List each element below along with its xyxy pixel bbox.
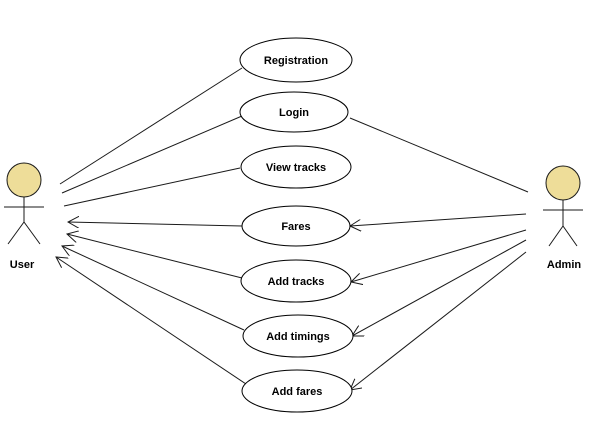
line-user-login [61, 115, 243, 194]
use-case-label: Fares [281, 221, 310, 233]
line-user-view-tracks [63, 167, 241, 207]
line-admin-login [349, 117, 529, 193]
use-case-label: Registration [264, 55, 328, 67]
use-case-view-tracks: View tracks [240, 145, 352, 189]
use-case-add-fares: Add fares [241, 369, 353, 413]
association-lines [56, 67, 529, 390]
use-case-add-timings: Add timings [242, 314, 354, 358]
actor-user-label: User [10, 259, 35, 271]
arrow-add-timings-user [62, 246, 245, 331]
use-case-label: View tracks [266, 162, 326, 174]
line-user-registration [59, 67, 243, 185]
use-case-registration: Registration [239, 37, 353, 83]
actor-user-head [6, 162, 42, 198]
actor-admin: Admin [543, 165, 583, 271]
arrow-fares-user [68, 222, 243, 226]
arrow-add-fares-user [56, 257, 247, 385]
actor-user: User [4, 162, 44, 271]
use-case-add-tracks: Add tracks [240, 259, 352, 303]
use-case-label: Add tracks [268, 276, 325, 288]
arrow-admin-fares [350, 213, 527, 226]
use-case-label: Add fares [272, 386, 323, 398]
arrow-admin-add-fares [350, 251, 527, 390]
actor-admin-label: Admin [547, 259, 582, 271]
use-case-label: Login [279, 107, 309, 119]
arrow-add-tracks-user [67, 234, 243, 279]
use-case-label: Add timings [266, 331, 330, 343]
use-case-fares: Fares [241, 205, 351, 247]
actor-admin-head [545, 165, 581, 201]
use-case-login: Login [239, 91, 349, 133]
arrow-admin-add-tracks [351, 229, 527, 282]
arrow-admin-add-timings [352, 239, 527, 336]
